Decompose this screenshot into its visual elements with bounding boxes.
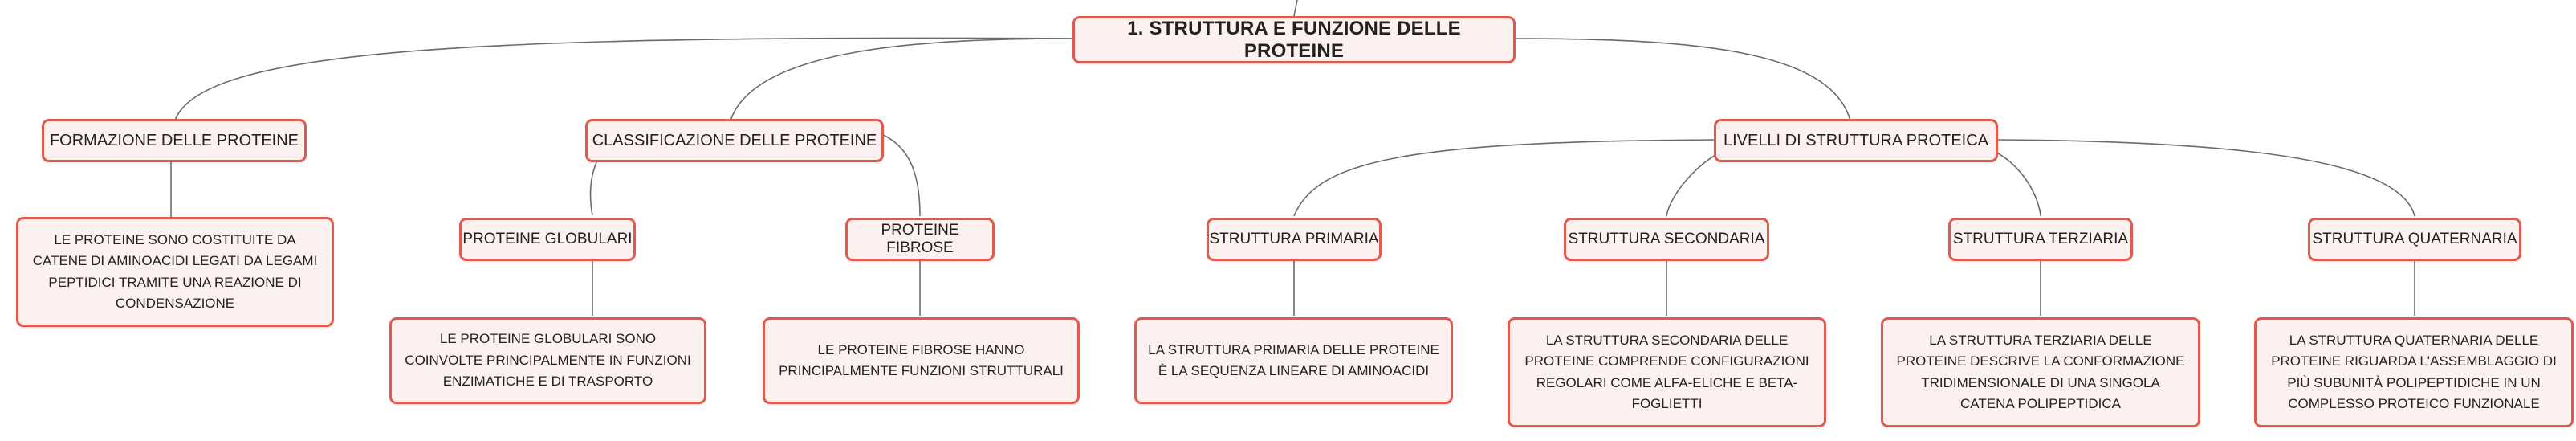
node-classificazione[interactable]: CLASSIFICAZIONE DELLE PROTEINE — [585, 119, 884, 162]
node-livelli[interactable]: LIVELLI DI STRUTTURA PROTEICA — [1714, 119, 1998, 162]
note-globulari[interactable]: LE PROTEINE GLOBULARI SONO COINVOLTE PRI… — [389, 317, 706, 404]
link-livelli-terziaria — [1990, 149, 2041, 217]
node-primaria[interactable]: STRUTTURA PRIMARIA — [1207, 218, 1382, 261]
node-quaternaria[interactable]: STRUTTURA QUATERNARIA — [2308, 218, 2521, 261]
note-primaria[interactable]: LA STRUTTURA PRIMARIA DELLE PROTEINE È L… — [1134, 317, 1453, 404]
node-fibrose[interactable]: PROTEINE FIBROSE — [845, 218, 995, 261]
node-secondaria[interactable]: STRUTTURA SECONDARIA — [1564, 218, 1769, 261]
note-fibrose[interactable]: LE PROTEINE FIBROSE HANNO PRINCIPALMENTE… — [763, 317, 1080, 404]
link-root-classificazione — [730, 38, 1075, 121]
node-formazione[interactable]: FORMAZIONE DELLE PROTEINE — [42, 119, 307, 162]
note-formazione[interactable]: LE PROTEINE SONO COSTITUITE DA CATENE DI… — [16, 217, 334, 327]
node-terziaria[interactable]: STRUTTURA TERZIARIA — [1948, 218, 2133, 261]
note-quaternaria[interactable]: LA STRUTTURA QUATERNARIA DELLE PROTEINE … — [2254, 317, 2574, 427]
node-globulari[interactable]: PROTEINE GLOBULARI — [459, 218, 636, 261]
link-class-fibrose — [874, 131, 921, 217]
note-terziaria[interactable]: LA STRUTTURA TERZIARIA DELLE PROTEINE DE… — [1881, 317, 2200, 427]
note-secondaria[interactable]: LA STRUTTURA SECONDARIA DELLE PROTEINE C… — [1508, 317, 1826, 427]
root-node[interactable]: 1. STRUTTURA E FUNZIONE DELLE PROTEINE — [1072, 16, 1516, 63]
link-top-stub — [1293, 0, 1298, 17]
link-livelli-primaria — [1293, 139, 1717, 217]
link-livelli-quaternaria — [1996, 139, 2415, 217]
link-root-formazione — [174, 37, 1075, 121]
link-root-livelli — [1512, 38, 1851, 121]
